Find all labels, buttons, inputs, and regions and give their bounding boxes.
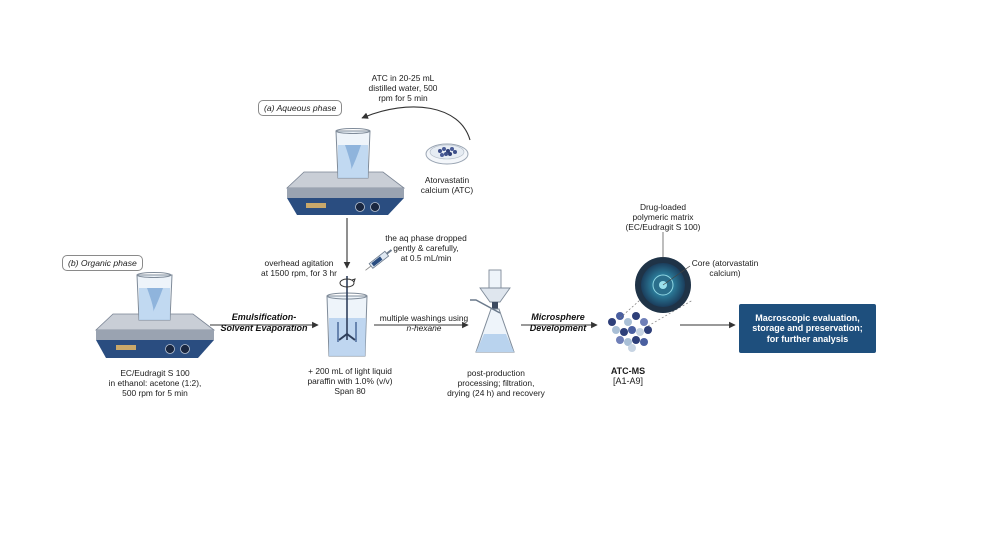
emulsification-beaker [326, 276, 368, 357]
evaluation-box: Macroscopic evaluation,storage and prese… [739, 304, 876, 353]
atc-petri-dish [425, 143, 469, 165]
organic-magnetic-stirrer [94, 313, 216, 358]
organic-beaker [136, 272, 173, 321]
microsphere-cluster [608, 312, 652, 352]
rotation-icon [339, 278, 356, 288]
product-label: ATC-MS[A1-A9] [610, 366, 646, 386]
emulsification-step-label: Emulsification-Solvent Evaporation [220, 312, 308, 333]
aqueous-magnetic-stirrer [285, 171, 406, 215]
organic-phase-tag: (b) Organic phase [62, 255, 143, 271]
syringe-icon [365, 249, 393, 271]
aqueous-phase-tag: (a) Aqueous phase [258, 100, 343, 116]
aqueous-beaker [335, 128, 371, 179]
arrow-drug-to-aqueous [361, 106, 471, 141]
filtration-flask [470, 269, 515, 353]
microsphere-zoom [619, 232, 694, 327]
